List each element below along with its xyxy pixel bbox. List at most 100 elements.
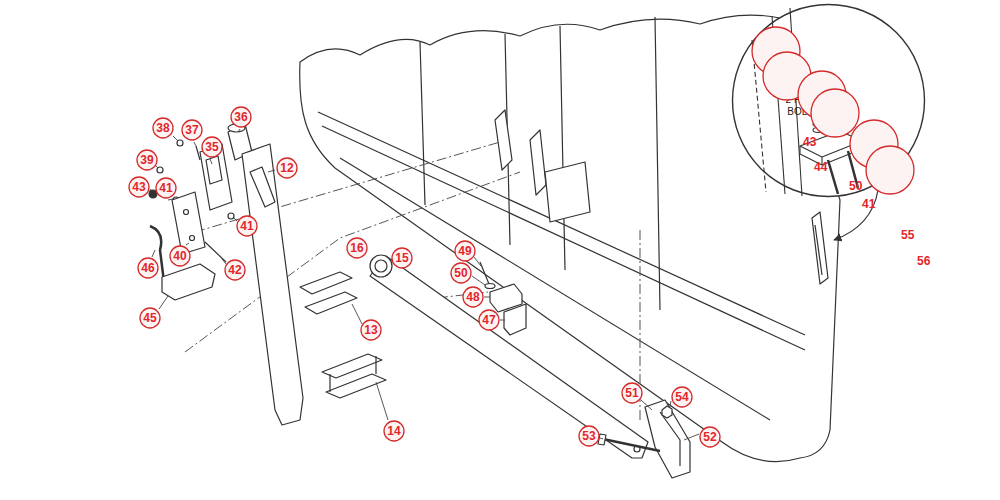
callout-label: 49	[458, 245, 471, 257]
part-53	[603, 439, 660, 451]
callout-number: 13	[360, 319, 382, 341]
rim-line	[318, 112, 805, 335]
detail-drawing	[752, 8, 862, 196]
part-14	[330, 356, 376, 392]
detail-bolt	[828, 160, 838, 194]
part-13	[305, 292, 357, 314]
detail-outline	[733, 5, 925, 197]
callout-label: 14	[387, 425, 400, 437]
callout-circle	[451, 263, 471, 283]
callout-number: 52	[699, 426, 721, 448]
callout-number: 51	[621, 382, 643, 404]
callout-circle	[277, 158, 297, 178]
leader-line	[173, 136, 178, 141]
callout-circle	[156, 178, 176, 198]
leader-line	[376, 382, 388, 420]
callout-label: 37	[185, 124, 198, 136]
part-12	[242, 144, 303, 425]
callout-circle	[137, 150, 157, 170]
detail-circle: 2 PER BOLT434450415556	[731, 3, 926, 198]
part-16	[370, 255, 392, 277]
callout-label: 36	[234, 111, 247, 123]
callout-circle	[579, 426, 599, 446]
part-43	[149, 190, 157, 198]
callout-number: 53	[578, 425, 600, 447]
detail-ground	[733, 5, 925, 197]
part-54	[662, 406, 672, 418]
callout-label: 16	[350, 242, 363, 254]
callout-label: 47	[482, 314, 495, 326]
leader-line	[222, 259, 226, 264]
leader-line	[474, 257, 481, 266]
side-slot	[812, 212, 828, 284]
callout-number: 42	[224, 259, 246, 281]
callout-label: 42	[228, 264, 241, 276]
callout-circle	[182, 120, 202, 140]
callout-number: 46	[137, 257, 159, 279]
callout-circle	[455, 241, 475, 261]
part-47	[504, 304, 526, 335]
callout-number: 48	[462, 286, 484, 308]
callout-circle	[140, 308, 160, 328]
leader-line	[484, 297, 490, 298]
callout-label: 45	[143, 312, 156, 324]
callout-number: 56	[865, 145, 915, 195]
leader-line	[234, 218, 237, 221]
part-42	[205, 242, 226, 262]
part-52	[660, 412, 680, 466]
callout-label: 43	[132, 181, 145, 193]
callout-circle	[866, 146, 914, 194]
seat-slot	[530, 130, 546, 195]
callout-number: 41	[236, 215, 258, 237]
part-39	[157, 167, 163, 173]
callout-circle	[138, 258, 158, 278]
callout-number: 36	[230, 106, 252, 128]
callout-circle	[810, 88, 860, 138]
callout-number: 50	[450, 262, 472, 284]
callout-label: 15	[395, 252, 408, 264]
panel-line	[420, 42, 425, 205]
leader-line	[684, 434, 699, 440]
callout-number: 16	[346, 237, 368, 259]
callout-label: 46	[141, 262, 154, 274]
callout-label: 51	[625, 387, 638, 399]
callout-number: 47	[478, 309, 500, 331]
callout-label: 13	[364, 324, 377, 336]
leader-line	[152, 250, 155, 257]
leader-line	[268, 170, 275, 172]
callout-number: 41	[155, 177, 177, 199]
callout-label: 56	[917, 255, 959, 267]
callout-circle	[202, 137, 222, 157]
callout-circle	[361, 320, 381, 340]
leader-lines	[149, 129, 699, 440]
callout-label: 12	[280, 162, 293, 174]
seat-box	[545, 162, 590, 222]
part-35	[206, 156, 222, 184]
callout-number: 45	[139, 307, 161, 329]
callout-number: 43	[128, 176, 150, 198]
callout-number: 54	[671, 386, 693, 408]
part-40	[184, 210, 189, 215]
callout-number: 41	[810, 88, 860, 138]
leader-line	[156, 166, 158, 168]
callout-number: 39	[136, 149, 158, 171]
part-37	[196, 146, 200, 160]
callout-circle	[392, 248, 412, 268]
callout-label: 43	[803, 136, 845, 148]
callout-label: 41	[159, 182, 172, 194]
callout-circle	[153, 118, 173, 138]
leader-line	[194, 142, 196, 146]
callout-circle	[811, 89, 859, 137]
callout-label: 54	[675, 391, 688, 403]
side-slot	[815, 225, 822, 275]
leader-line	[238, 129, 240, 132]
leader-line	[168, 199, 173, 200]
part-16	[375, 260, 387, 272]
callout-number: 15	[391, 247, 413, 269]
callout-number: 14	[383, 420, 405, 442]
callout-number: 12	[276, 157, 298, 179]
callout-label: 48	[466, 291, 479, 303]
